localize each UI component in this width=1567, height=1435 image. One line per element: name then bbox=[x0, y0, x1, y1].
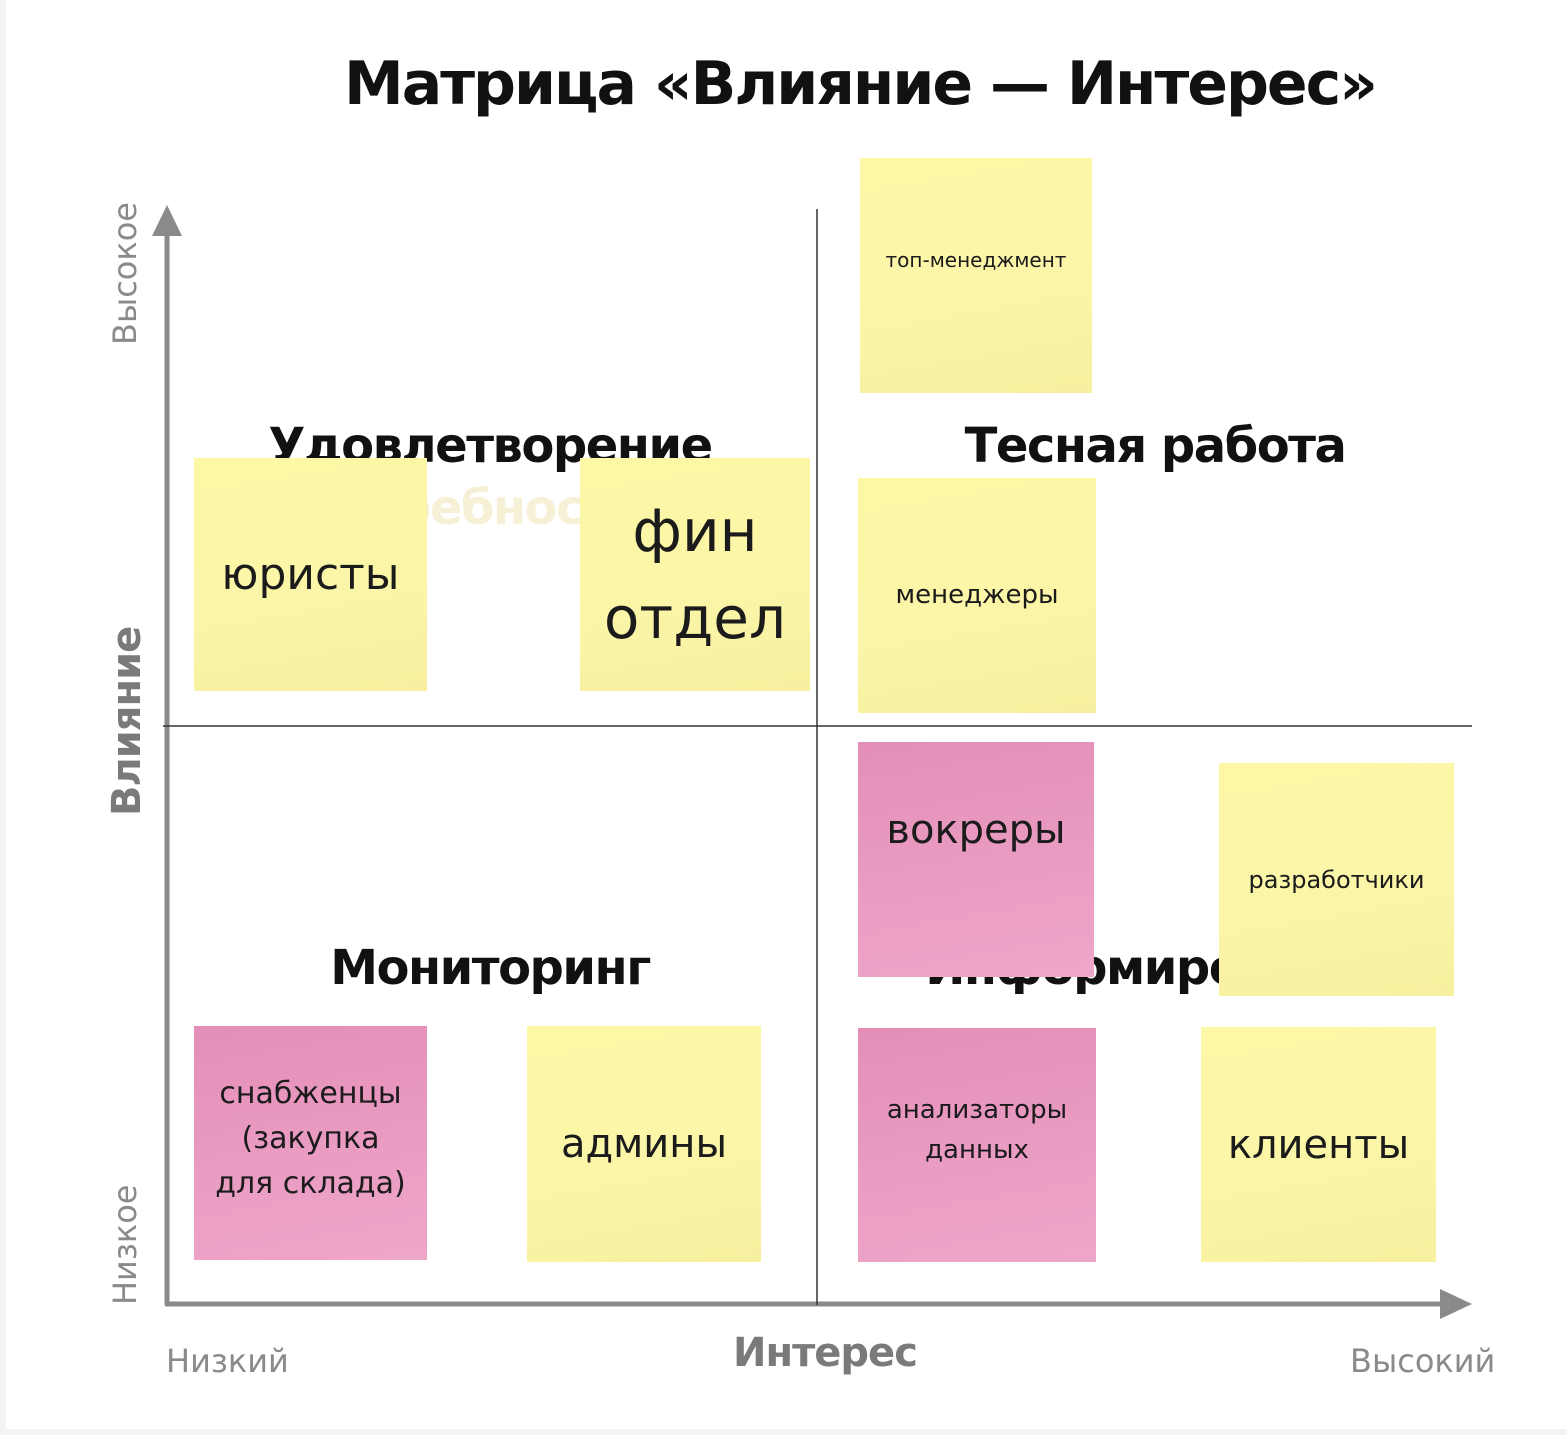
sticky-note-admins[interactable]: админы bbox=[527, 1026, 761, 1274]
sticky-note-text-line2: (закупка bbox=[241, 1120, 380, 1156]
sticky-note-text-line1: анализаторы bbox=[886, 1094, 1068, 1125]
sticky-note-text: топ-менеджмент bbox=[885, 248, 1067, 272]
sticky-note-finance[interactable]: фин отдел bbox=[580, 458, 810, 703]
sticky-note-top-management[interactable]: топ-менеджмент bbox=[860, 158, 1092, 405]
sticky-note-workers[interactable]: вокреры bbox=[858, 742, 1094, 989]
sticky-note-data-analyzers[interactable]: анализаторы данных bbox=[858, 1028, 1096, 1274]
sticky-note-text: клиенты bbox=[1227, 1121, 1410, 1168]
y-axis-arrow bbox=[152, 205, 182, 236]
y-axis-high-label: Высокое bbox=[106, 202, 144, 345]
sticky-note-text-line3: для склада) bbox=[215, 1165, 406, 1201]
sticky-note-text: менеджеры bbox=[895, 580, 1059, 611]
sticky-note-developers[interactable]: разработчики bbox=[1219, 763, 1454, 1008]
sticky-note-suppliers[interactable]: снабженцы (закупка для склада) bbox=[194, 1026, 427, 1272]
sticky-note-lawyers[interactable]: юристы bbox=[194, 458, 427, 703]
y-axis-low-label: Низкое bbox=[106, 1184, 144, 1305]
sticky-note-managers[interactable]: менеджеры bbox=[858, 478, 1096, 725]
sticky-note-text: админы bbox=[560, 1121, 728, 1167]
sticky-note-text-line2: данных bbox=[925, 1135, 1029, 1165]
quadrant-title-monitoring: Мониторинг bbox=[330, 940, 651, 996]
sticky-note-text-line1: снабженцы bbox=[219, 1075, 402, 1111]
quadrant-title-close-work: Тесная работа bbox=[964, 418, 1347, 474]
sticky-note-text-line1: фин bbox=[632, 496, 758, 565]
x-axis-low-label: Низкий bbox=[166, 1342, 289, 1380]
x-axis-high-label: Высокий bbox=[1350, 1342, 1496, 1380]
x-axis-title: Интерес bbox=[733, 1330, 918, 1376]
sticky-note-text: юристы bbox=[221, 549, 400, 600]
page-title: Матрица «Влияние — Интерес» bbox=[344, 49, 1378, 119]
y-axis-title: Влияние bbox=[104, 626, 150, 816]
sticky-note-text: разработчики bbox=[1248, 865, 1425, 894]
sticky-note-text: вокреры bbox=[886, 806, 1066, 853]
x-axis-arrow bbox=[1440, 1289, 1472, 1319]
sticky-note-clients[interactable]: клиенты bbox=[1201, 1027, 1436, 1274]
sticky-note-text-line2: отдел bbox=[603, 583, 787, 652]
